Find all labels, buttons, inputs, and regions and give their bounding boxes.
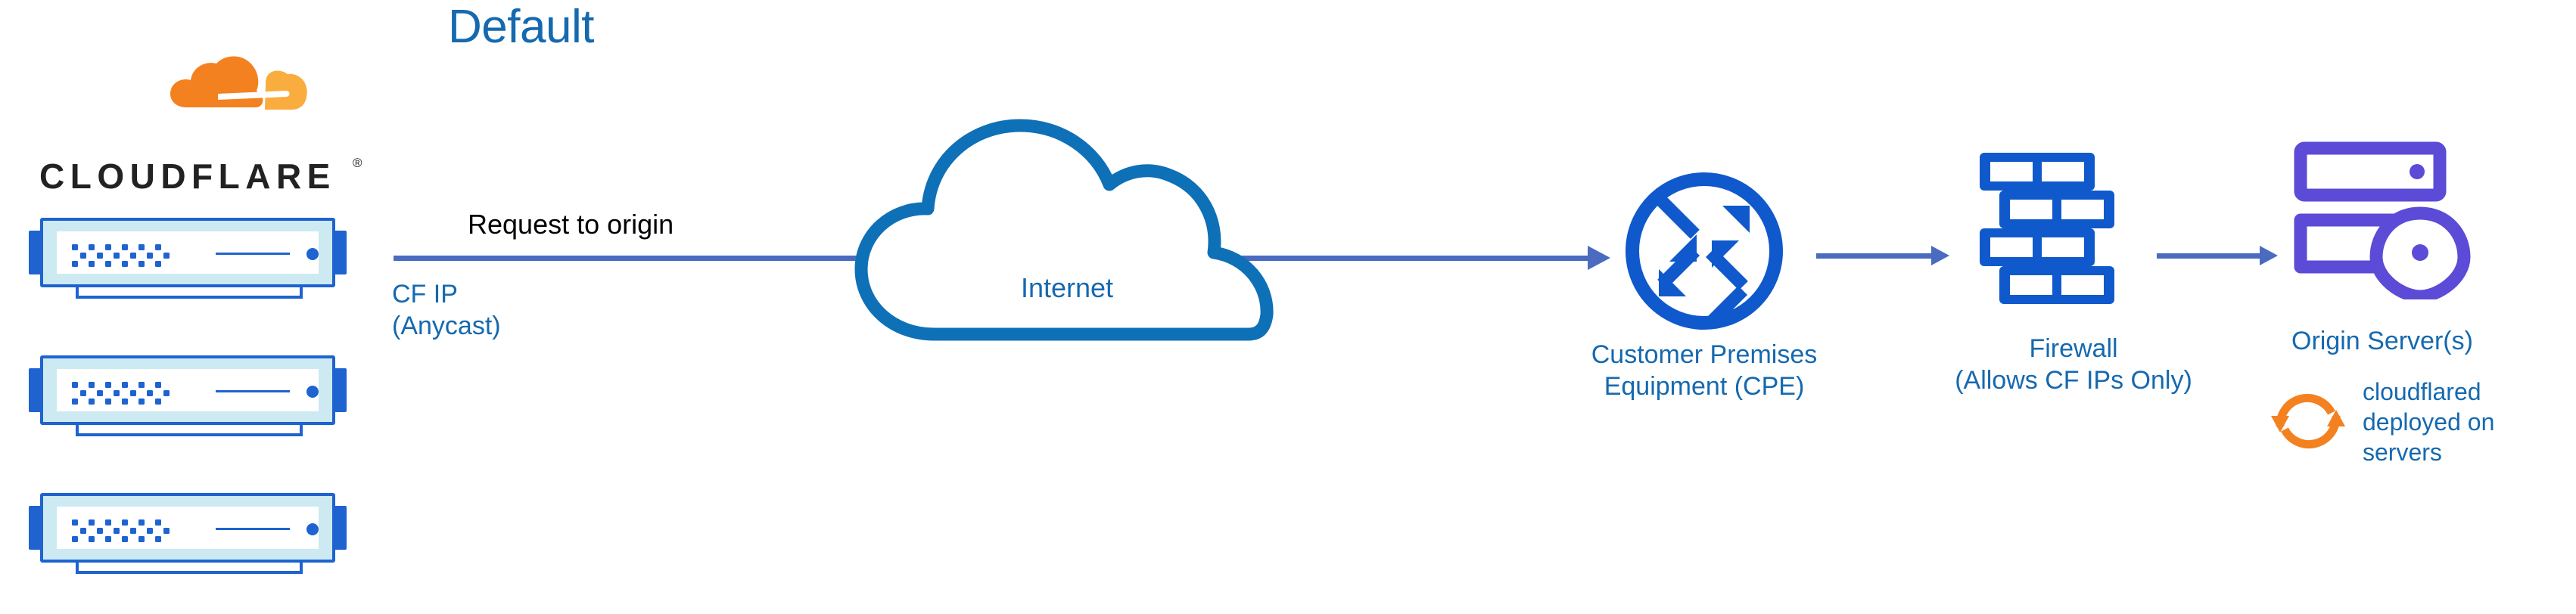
server-base-icon — [76, 561, 303, 574]
server-base-icon — [76, 286, 303, 299]
cf-ip-label-line2: (Anycast) — [392, 312, 501, 340]
server-panel — [57, 369, 319, 411]
server-dot-matrix-icon — [72, 378, 180, 405]
firewall-label-line2: (Allows CF IPs Only) — [1955, 366, 2192, 395]
server-slot-line-icon — [216, 253, 290, 255]
cloudflared-note-line2: deployed on — [2363, 408, 2495, 436]
cf-ip-label-line1: CF IP — [392, 280, 458, 309]
edge-firewall-origin-arrowhead-icon — [2260, 246, 2278, 265]
server-body-icon — [40, 218, 335, 287]
cloudflare-cloud-logo-icon — [170, 56, 307, 110]
server-led-icon — [306, 248, 319, 260]
server-stack-item — [29, 355, 347, 436]
cloudflared-note-line1: cloudflared — [2363, 378, 2481, 405]
cloudflare-logo: CLOUDFLARE ® — [39, 56, 362, 196]
edge-cpe-firewall-line — [1816, 253, 1934, 259]
firewall-label-line1: Firewall — [2029, 334, 2118, 363]
edge-request-arrowhead-icon — [1588, 246, 1610, 270]
internet-label: Internet — [1020, 272, 1114, 303]
router-icon — [1626, 172, 1783, 330]
cloud-icon — [854, 119, 1274, 341]
page-title: Default — [448, 1, 594, 53]
edge-firewall-origin-line — [2157, 253, 2263, 259]
edge-request-label: Request to origin — [468, 209, 674, 240]
origin-server-label: Origin Server(s) — [2291, 327, 2473, 355]
server-dot-matrix-icon — [72, 516, 180, 542]
server-led-icon — [306, 386, 319, 398]
server-slot-line-icon — [216, 390, 290, 392]
edge-cpe-firewall-arrowhead-icon — [1931, 246, 1949, 265]
sync-arrows-icon — [2271, 393, 2345, 449]
server-slot-line-icon — [216, 528, 290, 530]
server-panel — [57, 231, 319, 274]
server-stack-item — [29, 493, 347, 574]
server-dot-matrix-icon — [72, 240, 180, 267]
brick-wall-icon — [1980, 153, 2114, 304]
server-body-icon — [40, 355, 335, 425]
server-rack-pin-icon — [2294, 141, 2471, 299]
server-stack-item — [29, 218, 347, 299]
server-led-icon — [306, 523, 319, 535]
cloudflare-registered-mark: ® — [353, 156, 362, 170]
server-panel — [57, 507, 319, 549]
cpe-label-line2: Equipment (CPE) — [1604, 372, 1805, 401]
cloudflare-wordmark: CLOUDFLARE — [39, 157, 336, 196]
cloudflared-note-line3: servers — [2363, 439, 2442, 466]
server-body-icon — [40, 493, 335, 563]
server-base-icon — [76, 423, 303, 436]
cpe-label-line1: Customer Premises — [1591, 340, 1818, 369]
